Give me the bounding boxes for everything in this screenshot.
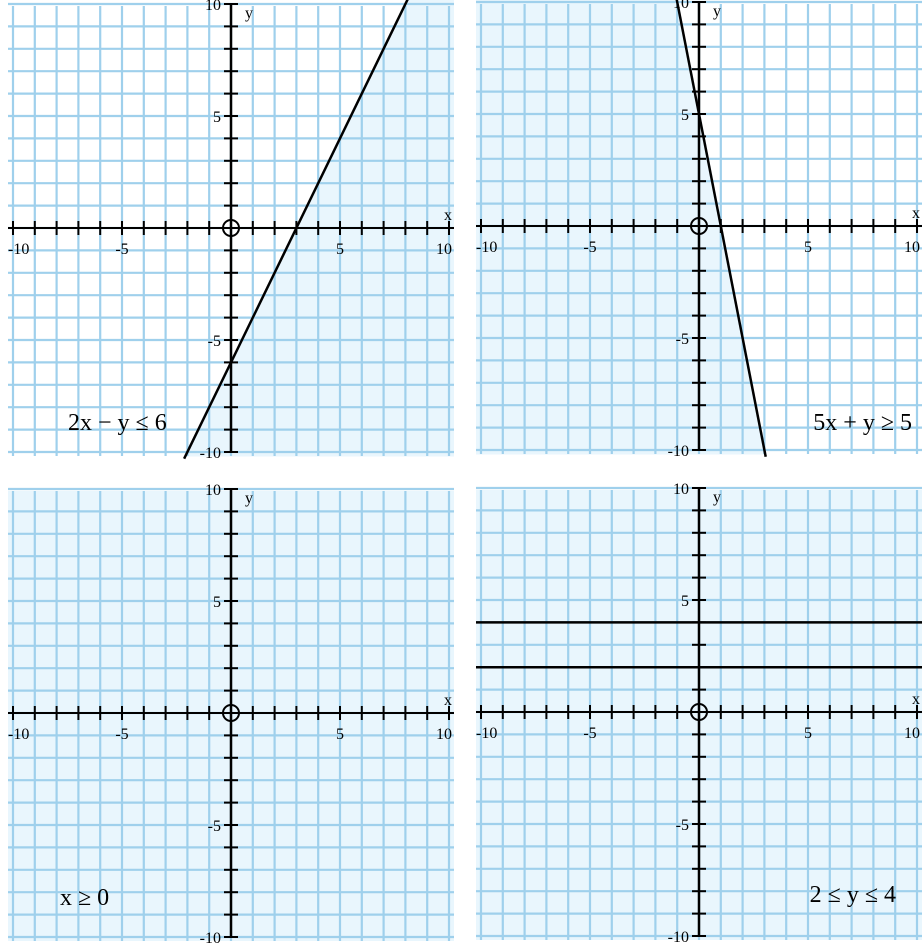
- origin-marker: [690, 703, 708, 721]
- y-tick-label: 10: [205, 482, 221, 499]
- x-tick-label: 10: [436, 241, 452, 258]
- y-tick-label: 10: [205, 0, 221, 14]
- x-tick-label: 5: [336, 726, 344, 743]
- y-tick-label: 5: [681, 107, 689, 124]
- y-tick-label: 5: [681, 593, 689, 610]
- y-tick-label: -5: [676, 817, 689, 834]
- y-tick-label: 10: [673, 0, 689, 12]
- x-axis-label: x: [912, 205, 920, 222]
- x-tick-label: -5: [115, 241, 128, 258]
- y-tick-label: 10: [673, 481, 689, 498]
- y-tick-label: -5: [208, 818, 221, 835]
- y-tick-label: -10: [200, 445, 221, 462]
- boundary-line: [675, 0, 767, 457]
- x-tick-label: 5: [336, 241, 344, 258]
- tick-marks: [12, 488, 450, 938]
- origin-marker: [222, 704, 240, 722]
- x-tick-label: -10: [8, 241, 29, 258]
- x-tick-label: -10: [8, 726, 29, 743]
- x-tick-label: -10: [476, 725, 497, 742]
- y-tick-label: -10: [668, 929, 689, 944]
- graph-panel-5x-plus-y: -10 -5 5 10 10 5 -5 -10 x y 5x + y ≥ 5: [476, 0, 922, 460]
- y-axis-label: y: [713, 489, 721, 506]
- graph-panel-x-geq-0: -10 -5 5 10 10 5 -5 -10 x y x ≥ 0: [8, 482, 454, 944]
- x-axis-label: x: [444, 207, 452, 224]
- x-axis-label: x: [444, 692, 452, 709]
- x-axis-label: x: [912, 691, 920, 708]
- boundary-line: [183, 0, 409, 460]
- coordinate-plane: -10 -5 5 10 10 5 -5 -10 x y 5x + y ≥ 5: [476, 0, 922, 460]
- inequality-label: 2x − y ≤ 6: [68, 410, 167, 436]
- y-tick-label: 5: [213, 594, 221, 611]
- x-tick-label: -5: [115, 726, 128, 743]
- y-tick-label: -5: [676, 331, 689, 348]
- x-tick-label: 5: [804, 725, 812, 742]
- tick-marks: [12, 3, 450, 453]
- origin-marker: [690, 217, 708, 235]
- x-tick-label: -10: [476, 239, 497, 256]
- y-tick-label: -10: [200, 930, 221, 944]
- y-tick-label: -10: [668, 443, 689, 460]
- origin-marker: [222, 219, 240, 237]
- x-tick-label: 5: [804, 239, 812, 256]
- y-axis-label: y: [245, 490, 253, 507]
- graph-panel-2x-minus-y: -10 -5 5 10 10 5 -5 -10 x y 2x − y ≤ 6: [8, 0, 454, 462]
- x-tick-label: -5: [583, 239, 596, 256]
- y-axis-label: y: [245, 5, 253, 22]
- y-axis-label: y: [713, 3, 721, 20]
- y-tick-label: 5: [213, 109, 221, 126]
- x-tick-label: 10: [904, 725, 920, 742]
- graph-panel-y-between: -10 -5 5 10 10 5 -5 -10 x y 2 ≤ y ≤ 4: [476, 481, 922, 944]
- x-tick-label: -5: [583, 725, 596, 742]
- y-tick-label: -5: [208, 333, 221, 350]
- inequality-label: x ≥ 0: [60, 885, 109, 911]
- coordinate-plane: -10 -5 5 10 10 5 -5 -10 x y 2x − y ≤ 6: [8, 0, 454, 462]
- coordinate-plane: -10 -5 5 10 10 5 -5 -10 x y 2 ≤ y ≤ 4: [476, 481, 922, 944]
- inequality-label: 2 ≤ y ≤ 4: [810, 882, 896, 908]
- x-tick-label: 10: [436, 726, 452, 743]
- coordinate-plane: -10 -5 5 10 10 5 -5 -10 x y x ≥ 0: [8, 482, 454, 944]
- inequality-label: 5x + y ≥ 5: [813, 410, 912, 436]
- x-tick-label: 10: [904, 239, 920, 256]
